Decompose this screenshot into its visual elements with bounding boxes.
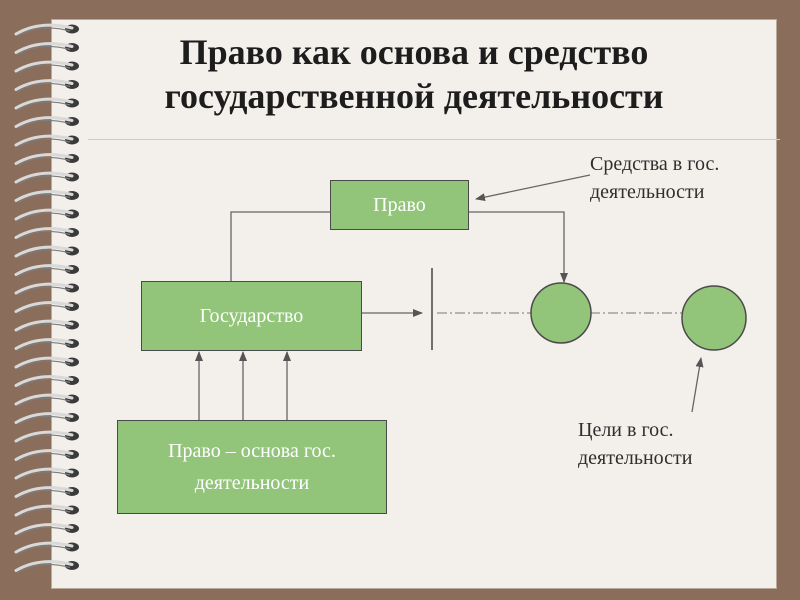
connector-law-to-state [231,212,330,282]
goals-caption: Цели в гос. деятельности [578,416,693,472]
means-caption-line-2: деятельности [590,178,719,206]
goals-circle [682,286,746,350]
basis-label-line-1: Право – основа гос. [168,435,336,467]
basis-label-line-2: деятельности [168,467,336,499]
law-box: Право [330,180,469,230]
means-caption: Средства в гос. деятельности [590,150,719,206]
state-box: Государство [141,281,362,351]
pointer-means-caption [476,175,590,199]
state-label: Государство [200,300,304,332]
law-label: Право [373,189,426,221]
goals-caption-line-1: Цели в гос. [578,416,693,444]
pointer-goals-caption [692,358,701,412]
goals-caption-line-2: деятельности [578,444,693,472]
means-caption-line-1: Средства в гос. [590,150,719,178]
basis-box: Право – основа гос. деятельности [117,420,387,514]
means-circle [531,283,591,343]
connector-law-to-means [469,212,564,282]
